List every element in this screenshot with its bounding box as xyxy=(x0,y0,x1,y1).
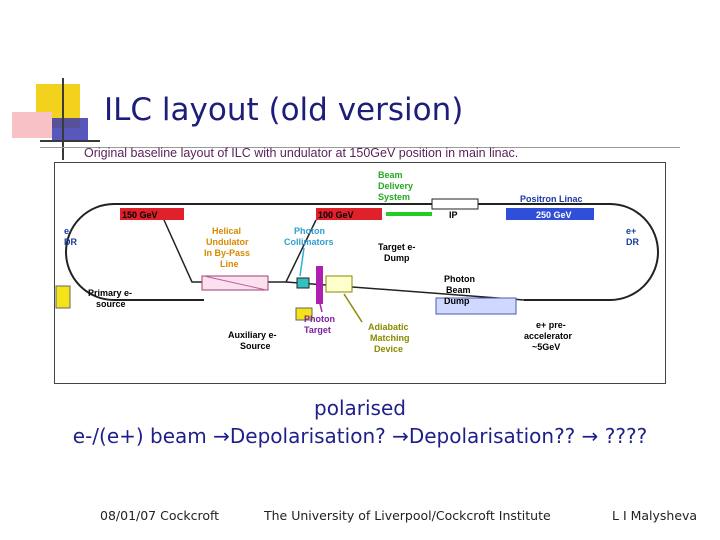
collimator-arrow xyxy=(299,247,305,277)
linac-250-bar xyxy=(506,208,594,220)
beam-delivery-label: Beam Delivery System xyxy=(378,170,416,202)
footer-date: 08/01/07 Cockcroft xyxy=(100,508,220,523)
linac-250-label: 250 GeV xyxy=(536,210,572,220)
preaccelerator-box xyxy=(435,297,517,315)
photon-target-box xyxy=(316,266,323,304)
e-minus-dr-ring xyxy=(65,203,115,301)
primary-source-label: Primary e- source xyxy=(88,288,135,309)
preaccelerator-label: e+ pre- accelerator ~5GeV xyxy=(524,320,575,352)
e-minus-dr-label: e- DR xyxy=(64,226,77,247)
adiabatic-matching-box xyxy=(325,275,353,293)
diagram-frame xyxy=(54,162,666,384)
slide-subtitle: Original baseline layout of ILC with und… xyxy=(84,146,519,160)
undulator-hatch xyxy=(203,275,267,291)
linac-150-label: 150 GeV xyxy=(122,210,158,220)
matching-arrow xyxy=(343,293,363,323)
footer-author: L I Malysheva xyxy=(612,508,698,523)
title-rule xyxy=(40,147,680,148)
target-dump-label: Target e- Dump xyxy=(378,242,418,263)
helical-undulator-label: Helical Undulator In By-Pass Line xyxy=(204,226,253,269)
e-plus-dr-ring xyxy=(609,203,659,301)
target-arrow xyxy=(319,303,323,313)
decor-vertical-line xyxy=(62,78,64,160)
e-plus-dr-label: e+ DR xyxy=(626,226,639,247)
auxiliary-source-box xyxy=(295,307,313,321)
linac-150-bar xyxy=(120,208,184,220)
photon-beam-dump-label: Photon Beam Dump xyxy=(444,274,478,306)
ip-box xyxy=(431,198,479,210)
ilc-layout-diagram: e- DR e+ DR 150 GeV 100 GeV 250 GeV IP B… xyxy=(54,162,666,384)
linac-100-bar xyxy=(316,208,382,220)
adiabatic-matching-label: Adiabatic Matching Device xyxy=(368,322,412,354)
photon-target-label: Photon Target xyxy=(304,314,338,335)
decor-horizontal-line xyxy=(40,140,100,142)
photon-collimator-box xyxy=(296,277,310,289)
positron-linac-label: Positron Linac xyxy=(520,194,583,204)
primary-source-box xyxy=(55,285,71,309)
caption-line-1: polarised xyxy=(314,396,406,420)
auxiliary-source-label: Auxiliary e- Source xyxy=(228,330,279,351)
slide-title: ILC layout (old version) xyxy=(104,92,464,128)
decor-blue-square xyxy=(52,118,88,140)
photon-collimators-label: Photon Collimators xyxy=(284,226,334,247)
ip-label: IP xyxy=(449,210,458,220)
caption-line-2: e-/(e+) beam →Depolarisation? →Depolaris… xyxy=(72,424,648,448)
linac-100-label: 100 GeV xyxy=(318,210,354,220)
footer-institute: The University of Liverpool/Cockcroft In… xyxy=(264,508,551,523)
decor-red-square xyxy=(12,112,52,138)
